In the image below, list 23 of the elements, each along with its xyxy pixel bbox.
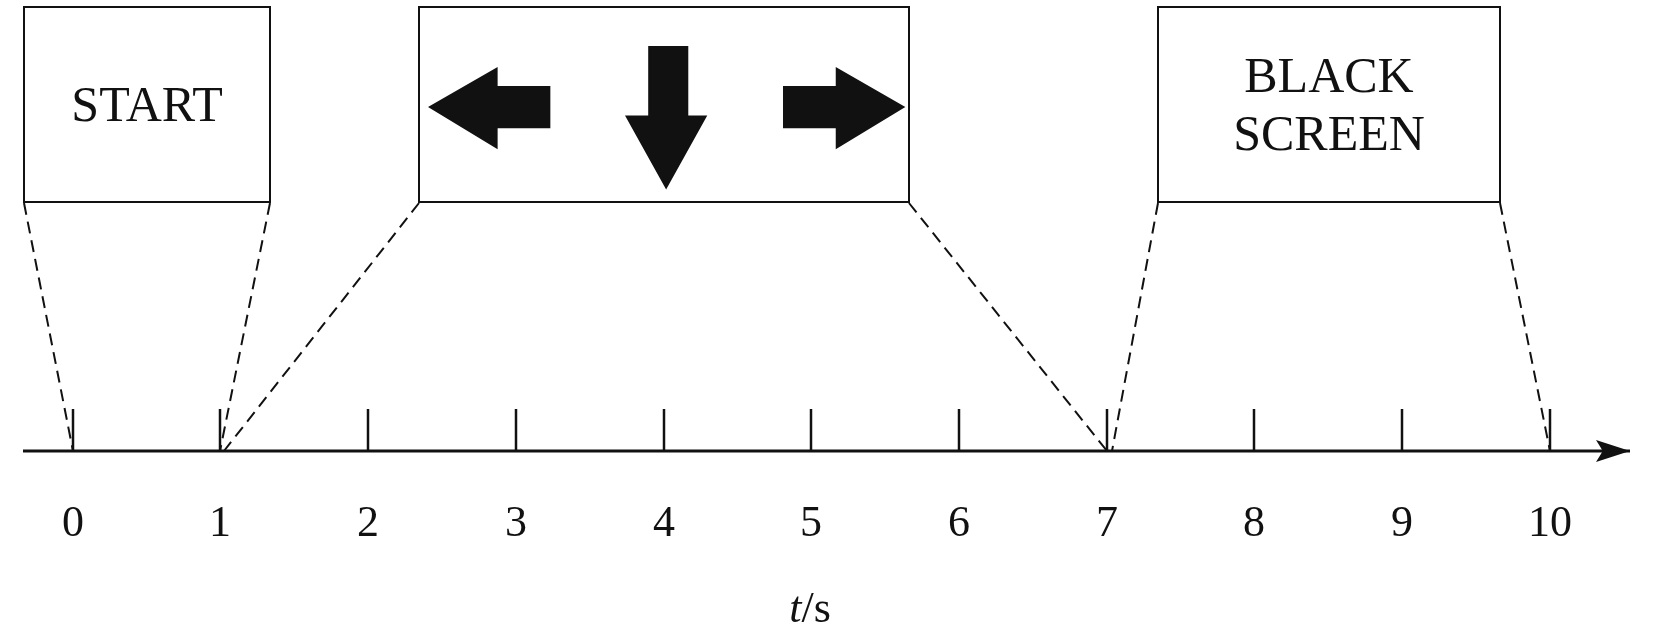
projection-line (219, 202, 271, 452)
tick-label: 0 (62, 500, 84, 544)
tick-label: 9 (1391, 500, 1413, 544)
projection-line (223, 202, 420, 452)
tick-label: 1 (209, 500, 231, 544)
screen-text: BLACK SCREEN (1232, 47, 1426, 162)
projection-line (23, 202, 74, 452)
screen-text: START (70, 75, 224, 134)
tick-label: 5 (800, 500, 822, 544)
tick-label: 7 (1096, 500, 1118, 544)
axis-label: t/s (789, 586, 831, 630)
tick-label: 8 (1243, 500, 1265, 544)
tick-label: 2 (357, 500, 379, 544)
tick-label: 4 (653, 500, 675, 544)
projection-line (908, 202, 1108, 452)
screen-box (23, 6, 271, 203)
screen-box (1157, 6, 1501, 203)
picture-panel (418, 6, 910, 203)
tick-label: 3 (505, 500, 527, 544)
tick-label: 6 (948, 500, 970, 544)
tick-label: 10 (1528, 500, 1572, 544)
projection-line (1499, 202, 1551, 452)
projection-line (1111, 202, 1159, 452)
